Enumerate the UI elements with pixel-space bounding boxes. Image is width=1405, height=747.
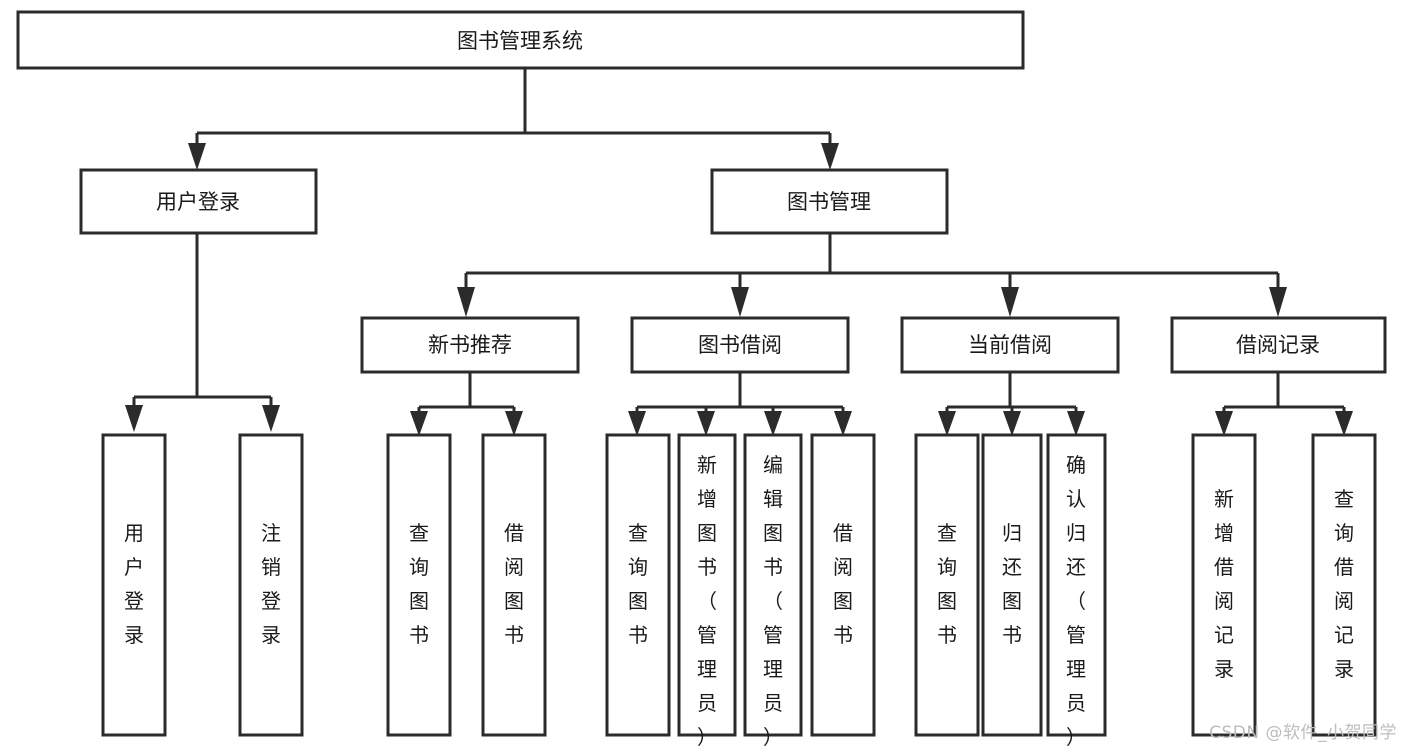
edges-root-to-level2 bbox=[188, 68, 839, 170]
leaf-query-book-3-label: 查询图书 bbox=[937, 521, 957, 647]
leaf-query-record[interactable]: 查询借阅记录 bbox=[1311, 433, 1377, 737]
leaf-borrow-book-1-box bbox=[481, 433, 547, 737]
leaf-add-book-label: 新增图书（管理员） bbox=[697, 453, 717, 747]
node-book-borrow-label: 图书借阅 bbox=[698, 333, 782, 357]
leaf-borrow-book-1[interactable]: 借阅图书 bbox=[481, 433, 547, 737]
leaf-user-login-box bbox=[101, 433, 167, 737]
leaf-return-book-box bbox=[981, 433, 1043, 737]
leaf-query-book-1[interactable]: 查询图书 bbox=[386, 433, 452, 737]
leaf-add-record[interactable]: 新增借阅记录 bbox=[1191, 433, 1257, 737]
node-book-manage-label: 图书管理 bbox=[787, 190, 871, 214]
leaf-logout-login[interactable]: 注销登录 bbox=[238, 433, 304, 737]
node-user-login-box bbox=[79, 168, 318, 235]
arrow-to-user-login bbox=[188, 143, 206, 170]
node-root-label: 图书管理系统 bbox=[457, 29, 583, 53]
edges-current-borrow-to-leaves bbox=[938, 372, 1085, 436]
leaf-confirm-return-box bbox=[1046, 433, 1107, 737]
arrow-to-leaf-borrow-book-1 bbox=[505, 411, 523, 436]
leaf-query-record-box bbox=[1311, 433, 1377, 737]
leaf-edit-book[interactable]: 编辑图书（管理员） bbox=[743, 433, 803, 747]
leaf-add-book-box bbox=[677, 433, 737, 737]
arrow-to-leaf-query-book-3 bbox=[938, 411, 956, 436]
leaf-logout-login-label: 注销登录 bbox=[261, 521, 281, 647]
node-borrow-record-box bbox=[1170, 316, 1387, 374]
arrow-to-current-borrow bbox=[1001, 287, 1019, 317]
node-book-manage-box bbox=[710, 168, 949, 235]
edges-book-manage-to-level3 bbox=[457, 233, 1287, 317]
node-user-login[interactable]: 用户登录 bbox=[79, 168, 318, 235]
arrow-to-book-borrow bbox=[731, 287, 749, 317]
arrow-to-leaf-user-login bbox=[125, 405, 143, 432]
leaf-query-book-2-box bbox=[605, 433, 671, 737]
arrow-to-leaf-edit-book bbox=[764, 411, 782, 436]
arrow-to-leaf-confirm-return bbox=[1067, 411, 1085, 436]
node-book-manage[interactable]: 图书管理 bbox=[710, 168, 949, 235]
leaf-add-record-label: 新增借阅记录 bbox=[1214, 487, 1234, 681]
leaf-borrow-book-2[interactable]: 借阅图书 bbox=[810, 433, 876, 737]
leaf-user-login-label: 用户登录 bbox=[124, 521, 144, 647]
arrow-to-leaf-query-book-1 bbox=[410, 411, 428, 436]
arrow-to-leaf-query-record bbox=[1335, 411, 1353, 436]
node-new-book-recommend[interactable]: 新书推荐 bbox=[360, 316, 580, 374]
edges-new-book-recommend-to-leaves bbox=[410, 372, 523, 436]
edges-user-login-to-leaves bbox=[125, 233, 280, 432]
arrow-to-leaf-add-book bbox=[697, 411, 715, 436]
node-new-book-recommend-box bbox=[360, 316, 580, 374]
node-current-borrow-label: 当前借阅 bbox=[968, 333, 1052, 357]
node-borrow-record-label: 借阅记录 bbox=[1236, 333, 1320, 357]
leaf-borrow-book-2-box bbox=[810, 433, 876, 737]
leaf-query-book-1-label: 查询图书 bbox=[409, 521, 429, 647]
leaf-return-book-label: 归还图书 bbox=[1002, 521, 1022, 647]
leaf-logout-login-box bbox=[238, 433, 304, 737]
arrow-to-leaf-add-record bbox=[1215, 411, 1233, 436]
edges-borrow-record-to-leaves bbox=[1215, 372, 1353, 436]
edges-book-borrow-to-leaves bbox=[628, 372, 852, 436]
leaf-confirm-return-label: 确认归还（管理员） bbox=[1066, 453, 1086, 747]
arrow-to-new-book-recommend bbox=[457, 287, 475, 317]
leaf-query-record-label: 查询借阅记录 bbox=[1334, 487, 1354, 681]
watermark-text: CSDN @软件_小贺同学 bbox=[1209, 723, 1397, 743]
leaf-return-book[interactable]: 归还图书 bbox=[981, 433, 1043, 737]
leaf-query-book-2-label: 查询图书 bbox=[628, 521, 648, 647]
leaf-borrow-book-2-label: 借阅图书 bbox=[833, 521, 853, 647]
arrow-to-book-manage bbox=[821, 143, 839, 170]
arrow-to-leaf-return-book bbox=[1003, 411, 1021, 436]
leaf-query-book-2[interactable]: 查询图书 bbox=[605, 433, 671, 737]
arrow-to-leaf-logout-login bbox=[262, 405, 280, 432]
leaf-query-book-3[interactable]: 查询图书 bbox=[914, 433, 980, 737]
leaf-user-login[interactable]: 用户登录 bbox=[101, 433, 167, 737]
leaf-add-record-box bbox=[1191, 433, 1257, 737]
arrow-to-leaf-borrow-book-2 bbox=[834, 411, 852, 436]
leaf-borrow-book-1-label: 借阅图书 bbox=[504, 521, 524, 647]
leaf-confirm-return[interactable]: 确认归还（管理员） bbox=[1046, 433, 1107, 747]
node-borrow-record[interactable]: 借阅记录 bbox=[1170, 316, 1387, 374]
node-current-borrow[interactable]: 当前借阅 bbox=[900, 316, 1120, 374]
node-user-login-label: 用户登录 bbox=[156, 190, 240, 214]
arrow-to-borrow-record bbox=[1269, 287, 1287, 317]
node-current-borrow-box bbox=[900, 316, 1120, 374]
node-root-box bbox=[16, 10, 1025, 70]
leaf-query-book-3-box bbox=[914, 433, 980, 737]
leaf-edit-book-label: 编辑图书（管理员） bbox=[763, 453, 783, 747]
leaf-edit-book-box bbox=[743, 433, 803, 737]
arrow-to-leaf-query-book-2 bbox=[628, 411, 646, 436]
node-new-book-recommend-label: 新书推荐 bbox=[428, 333, 512, 357]
leaf-add-book[interactable]: 新增图书（管理员） bbox=[677, 433, 737, 747]
node-root[interactable]: 图书管理系统 bbox=[16, 10, 1025, 70]
node-book-borrow[interactable]: 图书借阅 bbox=[630, 316, 850, 374]
node-book-borrow-box bbox=[630, 316, 850, 374]
leaf-query-book-1-box bbox=[386, 433, 452, 737]
